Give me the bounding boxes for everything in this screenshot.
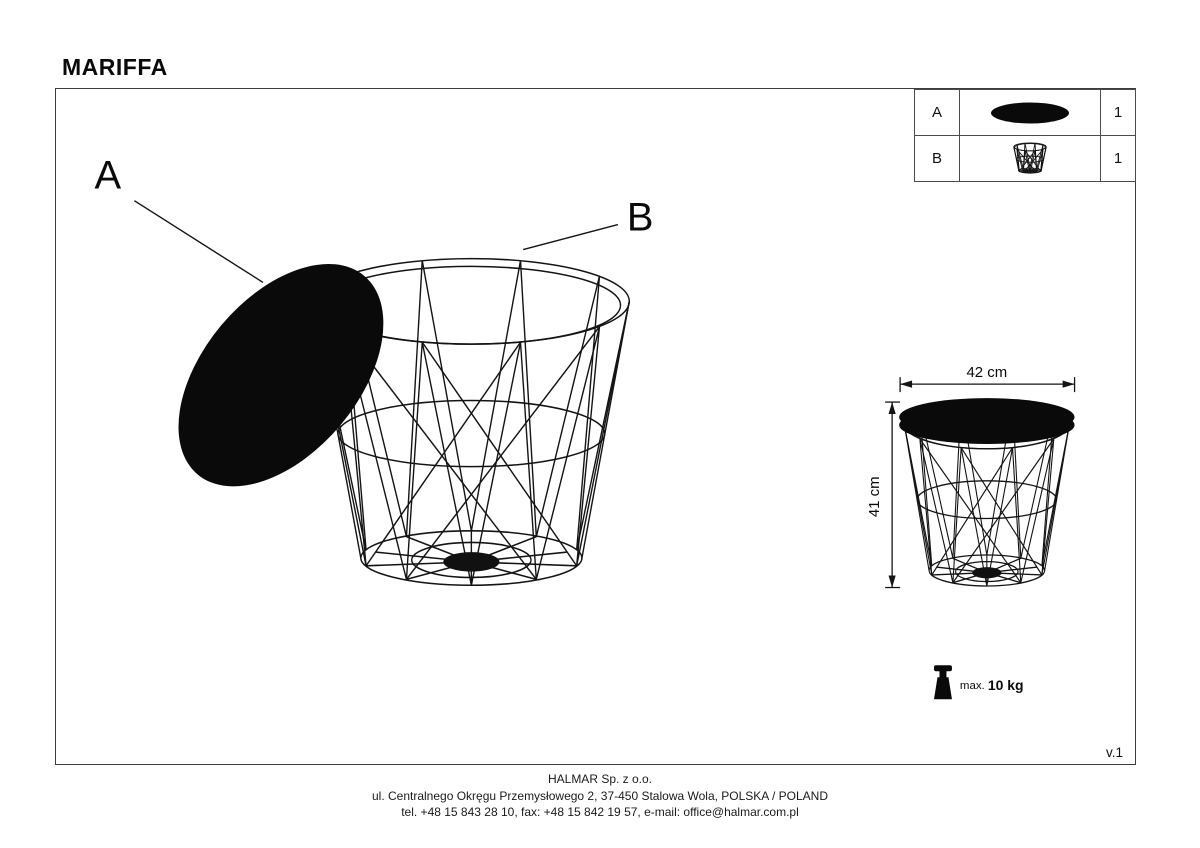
footer-contact: tel. +48 15 843 28 10, fax: +48 15 842 1… <box>401 805 799 819</box>
height-dimension-label: 41 cm <box>866 476 883 517</box>
assembled-lid-bottom <box>899 406 1075 444</box>
arrow-left-icon <box>900 380 913 388</box>
wire-basket-icon <box>959 136 1100 181</box>
label-b: B <box>627 196 654 240</box>
footer-address: ul. Centralnego Okręgu Przemysłowego 2, … <box>371 788 828 803</box>
lid-drawing <box>178 263 384 487</box>
width-dimension-label: 42 cm <box>966 364 1007 381</box>
lid-top-view-icon <box>959 90 1100 135</box>
max-load-prefix: max. <box>960 680 985 692</box>
dimension-drawing: 42 cm 41 cm <box>866 364 1076 589</box>
drawing-frame: A B 42 cm <box>55 88 1136 765</box>
label-b-leader-line <box>523 223 619 251</box>
height-dimension <box>885 401 901 589</box>
width-dimension <box>899 377 1076 393</box>
parts-table-row-b: B 1 <box>915 135 1135 181</box>
max-load: max. 10 kg <box>933 665 1024 700</box>
part-letter: A <box>931 104 942 121</box>
part-qty: 1 <box>1100 136 1135 181</box>
max-load-value: 10 kg <box>988 677 1024 693</box>
page-title: MARIFFA <box>62 54 168 80</box>
version-label: v.1 <box>1106 745 1124 760</box>
arrow-up-icon <box>888 402 896 415</box>
part-qty: 1 <box>1100 90 1135 135</box>
footer: HALMAR Sp. z o.o. ul. Centralnego Okręgu… <box>0 771 1200 821</box>
part-letter: B <box>931 150 942 167</box>
label-a: A <box>94 154 121 198</box>
label-a-leader-line <box>133 200 264 284</box>
parts-table: A 1 B 1 <box>914 89 1136 182</box>
parts-table-row-a: A 1 <box>915 90 1135 135</box>
footer-company: HALMAR Sp. z o.o. <box>547 772 653 786</box>
assembly-drawing: A B 42 cm <box>94 154 1076 700</box>
arrow-right-icon <box>1062 380 1075 388</box>
arrow-down-icon <box>888 575 896 588</box>
weight-icon <box>933 665 952 700</box>
